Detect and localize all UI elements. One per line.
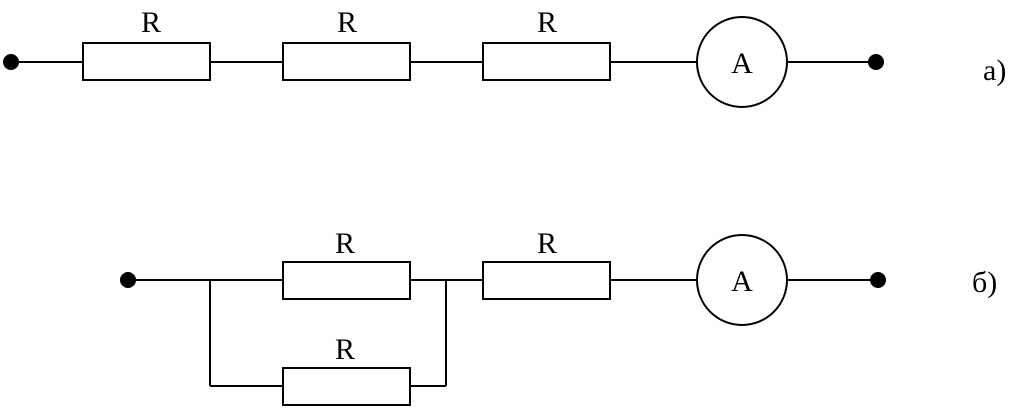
ammeter-label: A bbox=[731, 265, 753, 298]
resistor-label: R bbox=[335, 333, 355, 366]
resistor bbox=[282, 261, 411, 300]
resistor-label: R bbox=[141, 6, 161, 39]
circuit-b: R R R A б) bbox=[120, 227, 997, 406]
circuit-a: R R R A а) bbox=[3, 6, 1006, 108]
resistor bbox=[282, 367, 411, 406]
terminal-left bbox=[3, 54, 19, 70]
resistor-label: R bbox=[337, 6, 357, 39]
resistor-label: R bbox=[537, 6, 557, 39]
caption-b: б) bbox=[972, 266, 997, 299]
resistor-label: R bbox=[335, 227, 355, 260]
resistor-label: R bbox=[537, 227, 557, 260]
resistor bbox=[482, 261, 611, 300]
resistor bbox=[82, 42, 211, 81]
ammeter bbox=[696, 234, 788, 326]
terminal-right bbox=[870, 272, 886, 288]
ammeter bbox=[696, 16, 788, 108]
resistor bbox=[482, 42, 611, 81]
terminal-left bbox=[120, 272, 136, 288]
terminal-right bbox=[868, 54, 884, 70]
caption-a: а) bbox=[983, 54, 1006, 87]
ammeter-label: A bbox=[731, 47, 753, 80]
resistor bbox=[282, 42, 411, 81]
